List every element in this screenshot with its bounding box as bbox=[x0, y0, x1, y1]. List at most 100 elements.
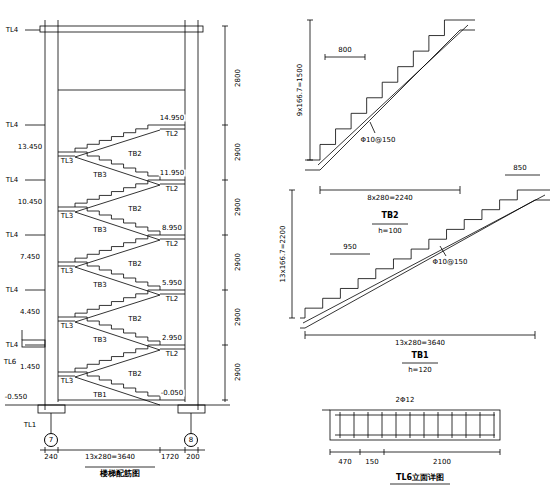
generated-strokes bbox=[25, 20, 550, 438]
stirrup-line bbox=[410, 412, 411, 438]
drawing-label: 470 bbox=[337, 459, 352, 466]
dimension-tick bbox=[222, 345, 228, 346]
dimension-tick bbox=[222, 26, 228, 27]
wall-line bbox=[45, 20, 46, 410]
landing-slab bbox=[58, 211, 75, 212]
stirrup-line bbox=[424, 412, 425, 438]
drawing-label: 2800 bbox=[235, 68, 242, 88]
drawing-label: 800 bbox=[337, 47, 352, 54]
drawing-label: TL4 bbox=[5, 342, 20, 349]
drawing-label: TB2 bbox=[127, 261, 143, 268]
drawing-label: 2900 bbox=[235, 362, 242, 382]
stair-slab-underside bbox=[75, 212, 160, 240]
title-underline bbox=[85, 467, 155, 468]
stirrup-line bbox=[340, 412, 341, 438]
drawing-label: 13x280=3640 bbox=[394, 340, 446, 347]
stair-slab-underside bbox=[75, 130, 160, 157]
dimension-line bbox=[320, 190, 460, 191]
beam-mark bbox=[25, 345, 45, 346]
title-underline bbox=[402, 363, 438, 364]
stair-steps bbox=[75, 125, 160, 152]
dimension-tick bbox=[460, 186, 461, 194]
dimension-tick bbox=[365, 54, 366, 60]
landing-slab bbox=[58, 156, 75, 157]
drawing-label: TL3 bbox=[60, 213, 75, 220]
drawing-label: TL2 bbox=[165, 351, 180, 358]
stirrup-line bbox=[480, 412, 481, 438]
drawing-label: 2900 bbox=[235, 307, 242, 327]
dimension-tick bbox=[320, 186, 321, 194]
landing-slab bbox=[58, 152, 75, 153]
drawing-label: TL3 bbox=[60, 323, 75, 330]
drawing-label: TB3 bbox=[92, 282, 108, 289]
drawing-label: TL3 bbox=[60, 378, 75, 385]
beam-mark bbox=[25, 290, 45, 291]
stirrup-line bbox=[368, 412, 369, 438]
dimension-line bbox=[505, 175, 540, 176]
drawing-label: 150 bbox=[364, 459, 379, 466]
dimension-line bbox=[40, 450, 205, 451]
stirrup-line bbox=[396, 412, 397, 438]
floor-slab bbox=[160, 294, 185, 295]
dimension-tick bbox=[222, 290, 228, 291]
drawing-title: 楼梯配筋图 bbox=[99, 470, 141, 478]
drawing-label: 13.450 bbox=[17, 144, 44, 151]
drawing-label: TB2 bbox=[127, 206, 143, 213]
axis-bubble: 8 bbox=[184, 433, 198, 447]
drawing-label: 2900 bbox=[235, 142, 242, 162]
landing-slab bbox=[58, 262, 75, 263]
drawing-label: -0.550 bbox=[4, 394, 29, 401]
drawing-label: -0.050 bbox=[160, 390, 185, 397]
stirrup-line bbox=[382, 412, 383, 438]
drawing-label: TB2 bbox=[127, 371, 143, 378]
dimension-ticks bbox=[45, 447, 198, 453]
drawing-label: TL2 bbox=[165, 131, 180, 138]
footing bbox=[178, 405, 205, 413]
stair-steps bbox=[75, 317, 160, 345]
drawing-label: TB2 bbox=[127, 316, 143, 323]
beam-mark bbox=[25, 235, 45, 236]
dimension-line bbox=[225, 26, 226, 402]
landing-line bbox=[460, 20, 475, 21]
stair-steps bbox=[75, 207, 160, 235]
dimension-line bbox=[325, 57, 365, 58]
landing-slab bbox=[58, 376, 75, 377]
dimension-line bbox=[330, 452, 500, 453]
floor-slab bbox=[160, 180, 185, 181]
stirrup-line bbox=[494, 412, 495, 438]
drawing-label: 7.450 bbox=[19, 254, 41, 261]
floor-slab bbox=[160, 345, 185, 346]
axis-number: 7 bbox=[49, 437, 53, 444]
drawing-label: 10.450 bbox=[17, 199, 44, 206]
stair-slab-underside bbox=[75, 322, 160, 350]
landing-slab bbox=[58, 321, 75, 322]
beam-mark bbox=[25, 180, 45, 181]
stirrup-line bbox=[452, 412, 453, 438]
stair-steps bbox=[305, 190, 535, 318]
stair-slab-underside bbox=[75, 267, 160, 295]
drawing-label: 850 bbox=[512, 165, 527, 172]
dimension-tick bbox=[222, 400, 228, 401]
footing bbox=[38, 405, 65, 413]
drawing-label: 2100 bbox=[432, 459, 452, 466]
drawing-title: TL6立面详图 bbox=[395, 474, 445, 482]
drawing-label: 240 bbox=[43, 454, 58, 461]
drawing-label: 2Φ12 bbox=[395, 397, 416, 404]
rebar-line bbox=[335, 435, 495, 436]
dimension-tick bbox=[307, 20, 313, 21]
beam-end bbox=[322, 410, 330, 411]
floor-slab bbox=[160, 239, 185, 240]
landing-line bbox=[535, 190, 550, 191]
drawing-label: 2900 bbox=[235, 252, 242, 272]
canopy-edge bbox=[22, 330, 23, 340]
rebar-line bbox=[303, 195, 545, 323]
dimension-line bbox=[292, 190, 293, 318]
stair-steps bbox=[75, 180, 160, 207]
drawing-label: 200 bbox=[185, 454, 200, 461]
stair-steps bbox=[75, 290, 160, 317]
drawing-label: 2900 bbox=[235, 197, 242, 217]
landing-slab bbox=[58, 317, 75, 318]
stair-slab-underside bbox=[75, 350, 160, 377]
drawing-label: TL1 bbox=[23, 422, 38, 429]
drawing-label: 13x280=3640 bbox=[84, 454, 136, 461]
